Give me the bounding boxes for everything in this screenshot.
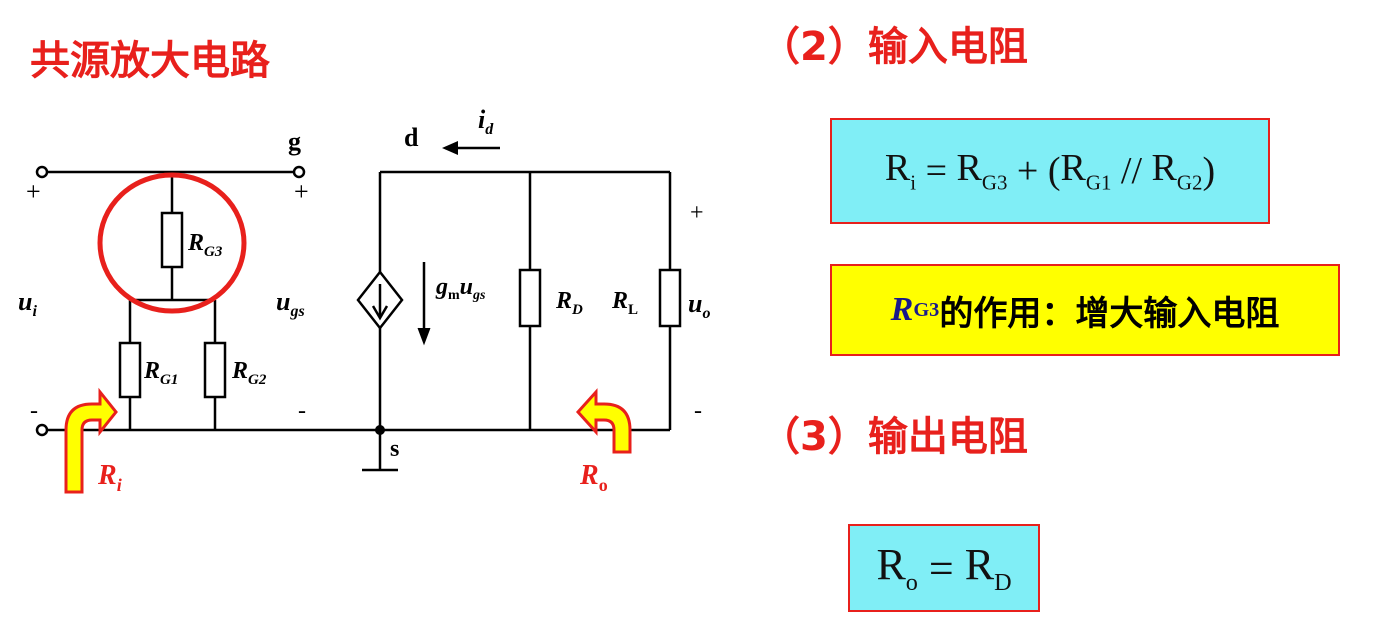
- formula-ro-lhs: Ro: [876, 540, 918, 596]
- section-3-title: （3）输出电阻: [760, 414, 1028, 460]
- output-plus-label: +: [690, 200, 704, 226]
- circuit-diagram: g d s + + + - - - ui ugs uo id gmugs RG3…: [18, 105, 710, 495]
- ri-label: Ri: [97, 460, 122, 495]
- input-terminal-top: [35, 165, 49, 179]
- node-d-label: d: [404, 123, 419, 152]
- rg3-highlight-circle: [97, 172, 247, 314]
- page-title: 共源放大电路: [30, 38, 270, 84]
- note-r-symbol: R: [890, 291, 914, 328]
- gate-minus-label: -: [298, 398, 306, 424]
- formula-close: ): [1202, 150, 1216, 192]
- rg2-resistor: [203, 341, 227, 399]
- formula-parallel: //: [1111, 150, 1152, 192]
- rg1-label: RG1: [143, 358, 178, 388]
- rl-resistor: [658, 268, 682, 328]
- formula-eq: =: [917, 543, 965, 593]
- ui-label: ui: [18, 287, 37, 320]
- rg1-resistor: [118, 341, 142, 399]
- input-resistance-formula: Ri = RG3 + ( RG1 // RG2 ): [830, 118, 1270, 224]
- rl-label: RL: [611, 288, 638, 318]
- gate-plus-label: +: [294, 177, 309, 206]
- rd-resistor: [518, 268, 542, 328]
- formula-rg3-term: RG3: [956, 147, 1008, 195]
- input-terminal-bottom: [35, 423, 49, 437]
- rg2-label: RG2: [231, 358, 267, 388]
- section-2-title: （2）输入电阻: [760, 24, 1028, 70]
- input-minus-label: -: [30, 398, 38, 424]
- gm-current-arrow-head: [417, 327, 431, 346]
- input-plus-label: +: [26, 177, 41, 206]
- uo-label: uo: [688, 289, 710, 322]
- formula-rd-term: RD: [964, 540, 1012, 596]
- note-text: 的作用：增大输入电阻: [939, 293, 1280, 334]
- formula-rg2-term: RG2: [1151, 147, 1203, 195]
- node-g-label: g: [288, 127, 301, 156]
- current-source-arrow-head: [371, 305, 389, 321]
- ro-arrow: [575, 388, 632, 454]
- output-resistance-formula: Ro = RD: [848, 524, 1040, 612]
- formula-eq: =: [916, 150, 957, 192]
- output-minus-label: -: [694, 398, 702, 424]
- id-arrow-head: [442, 141, 458, 155]
- node-s-label: s: [390, 436, 399, 462]
- formula-plus: + (: [1007, 150, 1061, 192]
- ri-arrow: [64, 387, 118, 494]
- source-node-dot: [375, 425, 385, 435]
- rd-label: RD: [555, 288, 583, 318]
- formula-ri-lhs: Ri: [884, 147, 917, 195]
- rg3-label: RG3: [187, 230, 223, 260]
- formula-rg1-term: RG1: [1060, 147, 1112, 195]
- ro-label: Ro: [579, 460, 608, 495]
- gm-ugs-label: gmugs: [435, 274, 486, 303]
- rg3-resistor: [160, 211, 184, 269]
- gate-terminal: [292, 165, 306, 179]
- id-label: id: [478, 105, 494, 138]
- note-r-subscript: G3: [913, 298, 940, 321]
- ugs-label: ugs: [276, 287, 305, 320]
